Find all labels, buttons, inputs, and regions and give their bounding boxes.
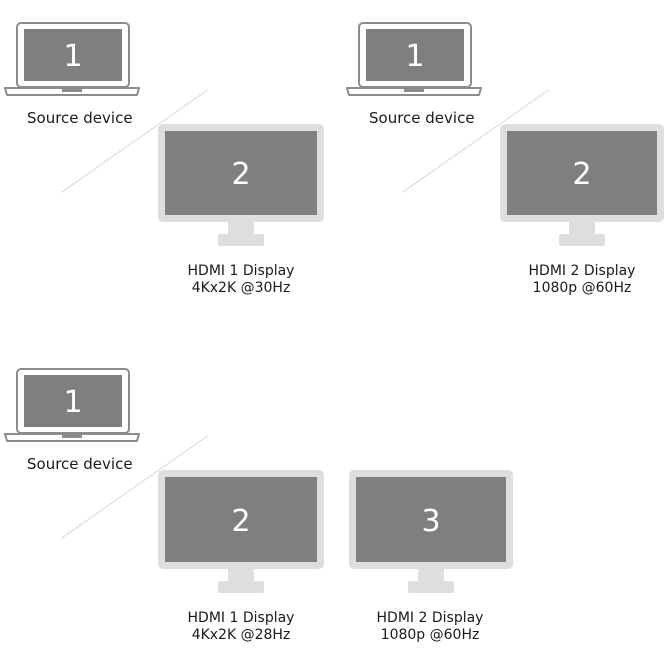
display-spec: 4Kx2K @30Hz (191, 280, 291, 296)
laptop-screen-number: 1 (63, 39, 82, 74)
source-device-label: Source device (27, 455, 133, 473)
display-caption: HDMI 1 Display 4Kx2K @30Hz (161, 263, 321, 297)
display-name: HDMI 2 Display (528, 263, 636, 279)
laptop-screen (24, 29, 122, 81)
monitor-screen (507, 131, 657, 215)
laptop-icon: 1 (4, 22, 140, 96)
display-name: HDMI 1 Display (187, 610, 295, 626)
monitor-screen-number: 2 (231, 504, 250, 539)
monitor-screen-number: 3 (421, 504, 440, 539)
monitor-icon: 2 (158, 470, 324, 593)
source-device-label: Source device (27, 109, 133, 127)
display-spec: 4Kx2K @28Hz (191, 627, 291, 643)
laptop-screen-number: 1 (405, 39, 424, 74)
display-spec: 1080p @60Hz (532, 280, 632, 296)
monitor-icon: 2 (500, 124, 664, 246)
laptop-screen (366, 29, 464, 81)
laptop-icon: 1 (346, 22, 482, 96)
monitor-icon: 2 (158, 124, 324, 246)
display-caption: HDMI 1 Display 4Kx2K @28Hz (161, 610, 321, 644)
monitor-icon: 3 (349, 470, 513, 593)
display-spec: 1080p @60Hz (380, 627, 480, 643)
source-device-label: Source device (369, 109, 475, 127)
monitor-screen-number: 2 (572, 157, 591, 192)
laptop-icon: 1 (4, 368, 140, 442)
laptop-screen (24, 375, 122, 427)
display-name: HDMI 2 Display (376, 610, 484, 626)
display-caption: HDMI 2 Display 1080p @60Hz (502, 263, 662, 297)
monitor-screen (165, 131, 317, 215)
monitor-screen (356, 477, 506, 562)
monitor-screen-number: 2 (231, 157, 250, 192)
monitor-screen (165, 477, 317, 562)
laptop-screen-number: 1 (63, 385, 82, 420)
display-name: HDMI 1 Display (187, 263, 295, 279)
display-caption: HDMI 2 Display 1080p @60Hz (350, 610, 510, 644)
